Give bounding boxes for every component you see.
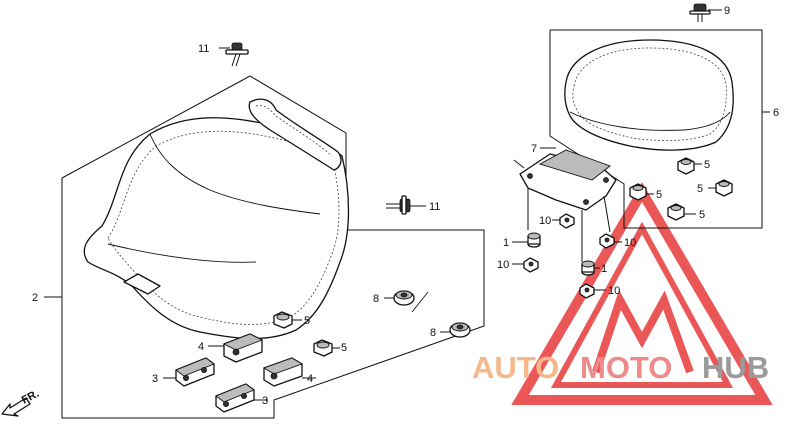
callout-9: 9 bbox=[724, 5, 730, 17]
pillion-group-outline bbox=[549, 29, 763, 229]
callout-10-d: 10 bbox=[608, 285, 620, 297]
nut-10-d bbox=[579, 283, 606, 299]
callout-8-lower: 8 bbox=[430, 327, 436, 339]
callout-1-left: 1 bbox=[503, 237, 509, 249]
watermark-logo bbox=[511, 182, 773, 405]
nut-5-d bbox=[629, 183, 654, 201]
callout-11-top: 11 bbox=[198, 43, 209, 55]
seat-group-outline bbox=[61, 75, 485, 419]
nut-5-c bbox=[677, 157, 702, 175]
nut-10-b bbox=[512, 257, 539, 273]
callout-6: 6 bbox=[773, 107, 779, 119]
main-seat bbox=[83, 98, 350, 340]
rubber-block-4-upper bbox=[208, 333, 264, 363]
nut-10-c bbox=[599, 233, 622, 249]
callout-10-b: 10 bbox=[497, 259, 509, 271]
callout-8-upper: 8 bbox=[373, 293, 379, 305]
grommet-8-upper bbox=[384, 290, 429, 313]
direction-label: FR. bbox=[20, 388, 41, 407]
watermark-text: AUTO MOTO HUB bbox=[472, 350, 769, 385]
bolt-11-side bbox=[386, 195, 426, 215]
callout-3-lower: 3 bbox=[262, 395, 268, 407]
bracket-7 bbox=[513, 147, 617, 262]
callouts: 2 3 3 4 4 5 5 5 5 5 5 6 7 8 8 9 10 10 10… bbox=[32, 5, 779, 407]
callout-10-a: 10 bbox=[539, 215, 551, 227]
collar-1-left bbox=[512, 232, 541, 248]
callout-5-d: 5 bbox=[656, 189, 662, 201]
bolt-11-top bbox=[219, 42, 249, 67]
callout-5-e: 5 bbox=[697, 183, 703, 195]
callout-2: 2 bbox=[32, 292, 38, 304]
callout-3-upper: 3 bbox=[152, 373, 158, 385]
nut-5-a bbox=[273, 311, 302, 329]
callout-1-right: 1 bbox=[601, 263, 607, 275]
pillion-seat bbox=[564, 39, 734, 151]
callout-5-b: 5 bbox=[341, 342, 347, 354]
bolt-9 bbox=[689, 3, 722, 22]
nut-10-a bbox=[552, 213, 575, 229]
callout-10-c: 10 bbox=[624, 237, 636, 249]
watermark-hub: HUB bbox=[702, 350, 769, 385]
callout-11-side: 11 bbox=[429, 201, 440, 213]
rubber-block-3-upper bbox=[163, 357, 215, 387]
watermark-moto: MOTO bbox=[580, 350, 672, 385]
grommet-8-lower bbox=[440, 322, 471, 338]
nut-5-b bbox=[313, 339, 340, 357]
nut-5-f bbox=[667, 203, 696, 221]
callout-5-a: 5 bbox=[304, 315, 310, 327]
nut-5-e bbox=[708, 179, 733, 197]
watermark-auto: AUTO bbox=[472, 350, 559, 385]
callout-5-f: 5 bbox=[699, 209, 705, 221]
callout-4-lower: 4 bbox=[307, 373, 313, 385]
callout-5-c: 5 bbox=[704, 159, 710, 171]
rubber-block-3-lower bbox=[215, 383, 268, 413]
rubber-block-4-lower bbox=[262, 357, 316, 387]
callout-7: 7 bbox=[531, 143, 537, 155]
collar-1-right bbox=[581, 260, 600, 276]
front-direction-arrow: FR. bbox=[1, 388, 41, 417]
callout-4-upper: 4 bbox=[198, 341, 204, 353]
